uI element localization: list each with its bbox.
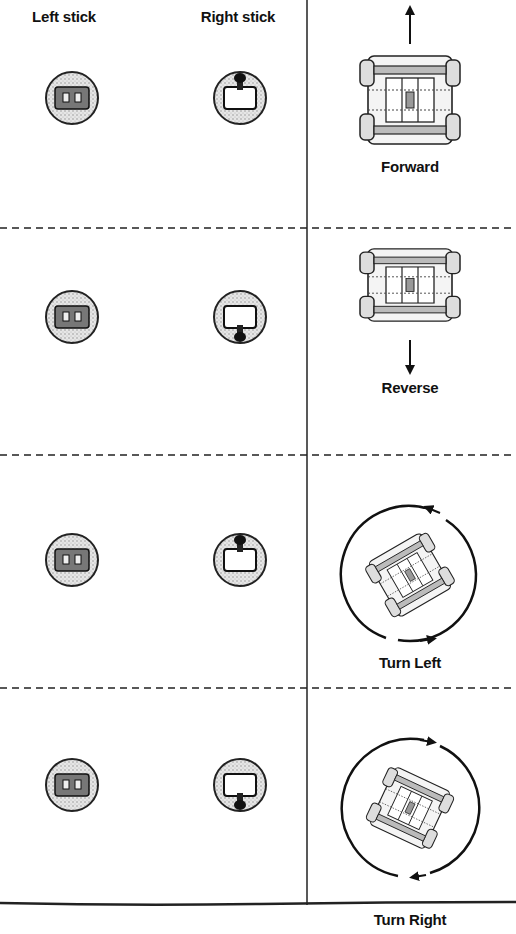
motion-label: Turn Left <box>379 654 441 671</box>
motion-label: Forward <box>381 158 439 175</box>
column-header: Right stick <box>201 8 275 25</box>
motion-label: Reverse <box>382 379 439 396</box>
motion-label: Turn Right <box>374 911 447 928</box>
column-header: Left stick <box>32 8 96 25</box>
